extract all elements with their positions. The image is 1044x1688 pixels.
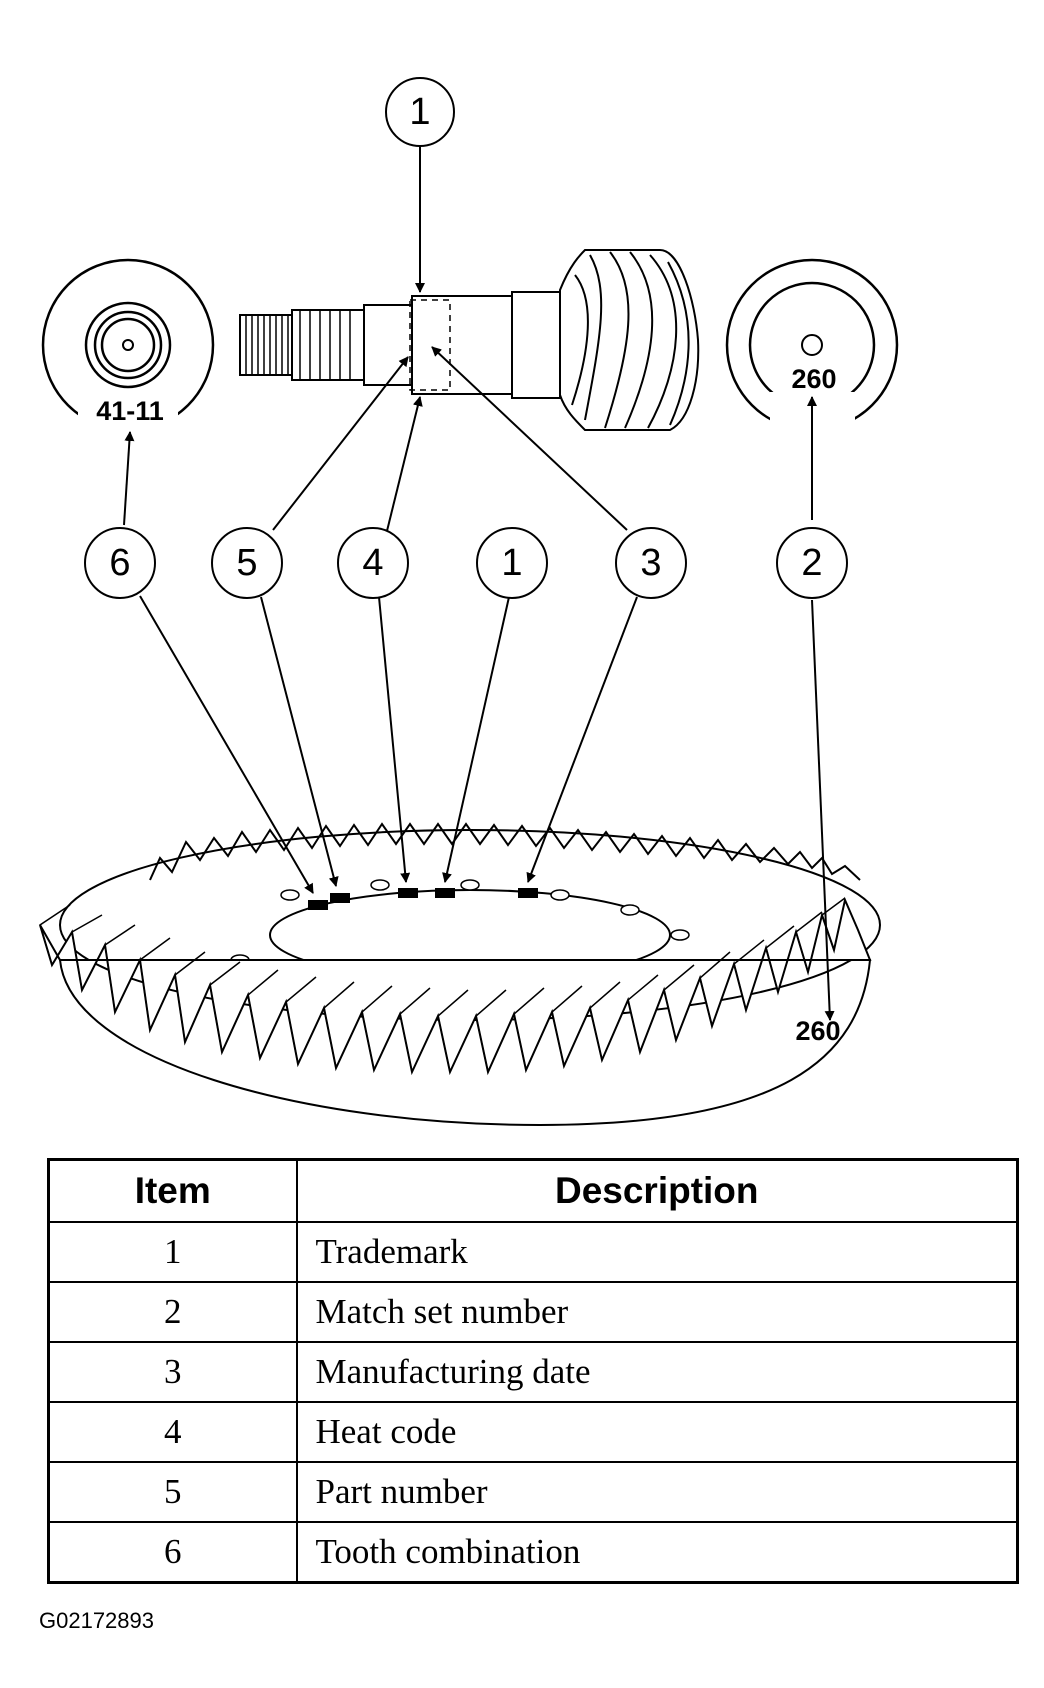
- table-row: 1 Trademark: [47, 1221, 1019, 1283]
- item-cell: 5: [47, 1461, 298, 1523]
- callout-1: 1: [476, 527, 548, 599]
- leader-lines: [123, 140, 835, 1021]
- ring-gear: [39, 822, 881, 1127]
- item-cell: 3: [47, 1341, 298, 1403]
- svg-text:5: 5: [236, 542, 257, 584]
- callout-top-1: 1: [385, 77, 455, 147]
- description-cell: Part number: [295, 1461, 1019, 1523]
- callout-2: 2: [776, 527, 848, 599]
- legend-header-row: Item Description: [47, 1158, 1019, 1223]
- figure-id: G02172893: [39, 1608, 154, 1633]
- table-row: 2 Match set number: [47, 1281, 1019, 1343]
- tooth-combination-detail: [41, 258, 215, 432]
- table-row: 3 Manufacturing date: [47, 1341, 1019, 1403]
- match-set-stamp: 260: [791, 364, 836, 394]
- callout-5: 5: [211, 527, 283, 599]
- svg-text:2: 2: [801, 542, 822, 584]
- legend-table: Item Description 1 Trademark 2 Match set…: [47, 1158, 1019, 1584]
- svg-text:4: 4: [362, 542, 383, 584]
- table-row: 5 Part number: [47, 1461, 1019, 1523]
- table-row: 6 Tooth combination: [47, 1521, 1019, 1584]
- item-cell: 2: [47, 1281, 298, 1343]
- description-cell: Tooth combination: [295, 1521, 1019, 1584]
- tooth-combination-stamp: 41-11: [96, 396, 164, 426]
- table-row: 4 Heat code: [47, 1401, 1019, 1463]
- pinion-gear: [239, 249, 700, 431]
- ring-match-set-stamp: 260: [795, 1016, 840, 1046]
- item-cell: 4: [47, 1401, 298, 1463]
- gear-diagram: 41-11 260: [39, 77, 899, 1127]
- item-cell: 6: [47, 1521, 298, 1584]
- svg-text:3: 3: [640, 542, 661, 584]
- match-set-detail: [725, 258, 899, 432]
- svg-text:1: 1: [409, 91, 430, 133]
- item-header: Item: [47, 1158, 298, 1223]
- description-header: Description: [295, 1158, 1019, 1223]
- callout-6: 6: [84, 527, 156, 599]
- callout-4: 4: [337, 527, 409, 599]
- description-cell: Trademark: [295, 1221, 1019, 1283]
- svg-text:1: 1: [501, 542, 522, 584]
- svg-text:6: 6: [109, 542, 130, 584]
- callout-3: 3: [615, 527, 687, 599]
- description-cell: Manufacturing date: [295, 1341, 1019, 1403]
- description-cell: Match set number: [295, 1281, 1019, 1343]
- description-cell: Heat code: [295, 1401, 1019, 1463]
- item-cell: 1: [47, 1221, 298, 1283]
